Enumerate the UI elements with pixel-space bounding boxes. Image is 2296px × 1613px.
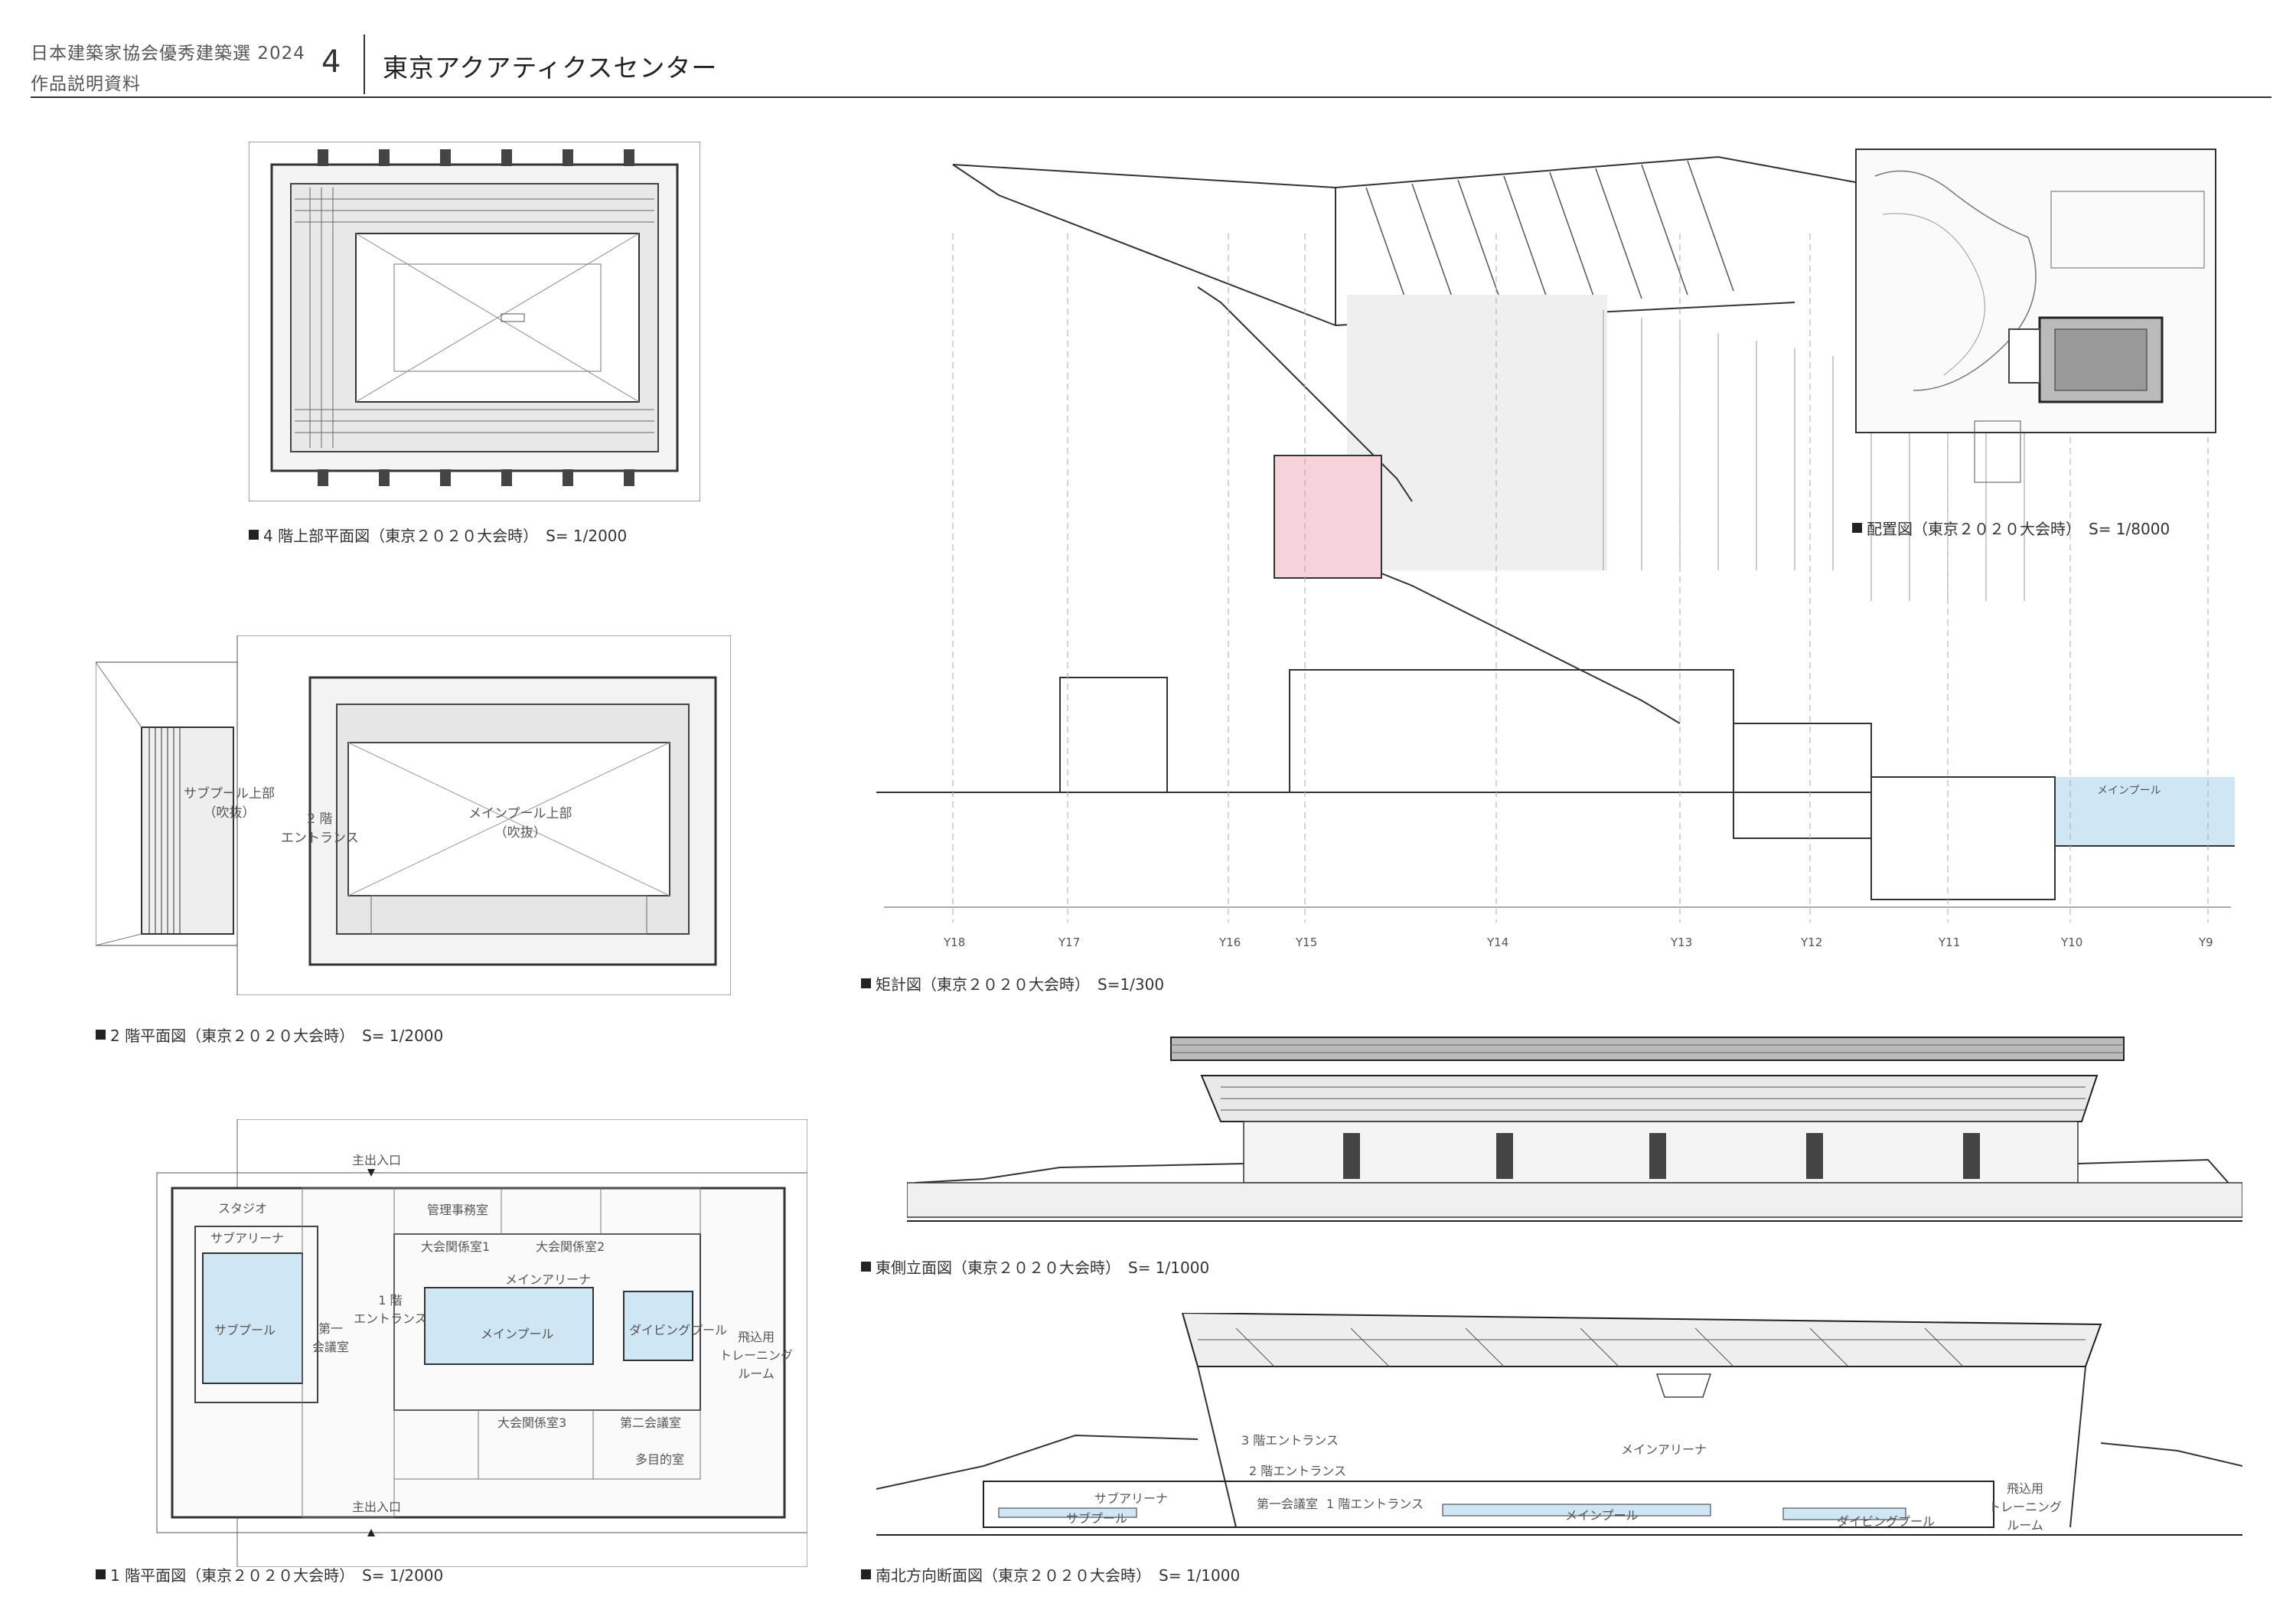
header-rule xyxy=(31,96,2272,98)
section-detail-drawing xyxy=(876,142,2235,961)
caption-section-detail: 矩計図（東京２０２０大会時） S=1/300 xyxy=(861,972,1164,994)
label-ns-conference: 第一会議室 xyxy=(1257,1497,1319,1511)
caption-plan-2f: 2 階平面図（東京２０２０大会時） S= 1/2000 xyxy=(96,1024,443,1046)
plan-1f-drawing xyxy=(96,1119,807,1567)
label-ns-diving-pool: ダイビングプール xyxy=(1837,1514,1936,1529)
label-sub-pool: サブプール xyxy=(214,1323,276,1337)
label-ns-sub-arena: サブアリーナ xyxy=(1094,1491,1169,1506)
grid-label: Y16 xyxy=(1219,935,1241,949)
section-ns-drawing xyxy=(876,1313,2242,1562)
label-ns-2f-entrance: 2 階エントランス xyxy=(1249,1464,1346,1478)
caption-elevation: 東側立面図（東京２０２０大会時） S= 1/1000 xyxy=(861,1255,1209,1278)
caption-bullet xyxy=(96,1569,106,1579)
label-meeting-2: 大会関係室2 xyxy=(536,1239,605,1254)
grid-label: Y18 xyxy=(944,935,966,949)
elevation-drawing xyxy=(907,1033,2242,1240)
grid-label: Y13 xyxy=(1671,935,1693,949)
label-multipurpose: 多目的室 xyxy=(635,1452,685,1467)
label-admin-office: 管理事務室 xyxy=(427,1203,489,1217)
caption-bullet xyxy=(861,1262,871,1272)
site-plan-drawing xyxy=(1852,145,2219,486)
label-main-arena: メインアリーナ xyxy=(505,1272,592,1287)
label-diving-pool: ダイビングプール xyxy=(629,1323,728,1337)
label-main-pool-upper: メインプール上部（吹抜） xyxy=(468,806,572,841)
page-title: 東京アクアティクスセンター xyxy=(383,53,718,83)
label-ns-diving-room: 飛込用トレーニングルーム xyxy=(1988,1481,2063,1533)
grid-label: Y12 xyxy=(1801,935,1823,949)
caption-plan-4f: 4 階上部平面図（東京２０２０大会時） S= 1/2000 xyxy=(249,524,627,546)
label-main-entrance-bottom: 主出入口 xyxy=(352,1500,402,1514)
label-ns-1f-entrance: 1 階エントランス xyxy=(1326,1497,1424,1511)
label-ns-sub-pool: サブプール xyxy=(1066,1511,1128,1526)
grid-label: Y15 xyxy=(1296,935,1318,949)
caption-plan-1f: 1 階平面図（東京２０２０大会時） S= 1/2000 xyxy=(96,1563,443,1585)
label-diving-training: 飛込用トレーニングルーム xyxy=(719,1330,794,1381)
label-meeting-1: 大会関係室1 xyxy=(421,1239,491,1254)
plan-2f-drawing xyxy=(96,635,731,995)
label-main-pool: メインプール xyxy=(481,1327,554,1341)
label-main-pool-tag: メインプール xyxy=(2097,785,2161,797)
grid-label: Y17 xyxy=(1058,935,1081,949)
label-conference-room-2: 第二会議室 xyxy=(620,1415,682,1430)
label-main-entrance-top: 主出入口 xyxy=(352,1153,402,1167)
grid-label: Y14 xyxy=(1487,935,1509,949)
label-2f-entrance: 2 階エントランス xyxy=(281,811,359,846)
label-ns-3f-entrance: 3 階エントランス xyxy=(1241,1433,1339,1448)
page-header: 日本建築家協会優秀建築選 2024 作品説明資料 4 東京アクアティクスセンター xyxy=(0,0,2296,98)
grid-label: Y9 xyxy=(2199,935,2213,949)
label-ns-main-pool: メインプール xyxy=(1565,1508,1639,1523)
plan-4f-drawing xyxy=(249,142,700,501)
header-subtitle: 作品説明資料 xyxy=(31,74,141,94)
label-conference-room-1: 第一会議室 xyxy=(312,1321,350,1354)
caption-section-ns: 南北方向断面図（東京２０２０大会時） S= 1/1000 xyxy=(861,1563,1240,1585)
caption-bullet xyxy=(96,1030,106,1040)
header-divider xyxy=(364,34,365,94)
caption-bullet xyxy=(249,530,259,540)
caption-bullet xyxy=(1852,523,1862,533)
caption-bullet xyxy=(861,978,871,988)
label-ns-main-arena: メインアリーナ xyxy=(1621,1442,1707,1457)
caption-bullet xyxy=(861,1569,871,1579)
header-publication: 日本建築家協会優秀建築選 2024 xyxy=(31,44,305,64)
grid-label: Y10 xyxy=(2061,935,2083,949)
label-1f-entrance: 1 階エントランス xyxy=(354,1293,427,1326)
caption-site: 配置図（東京２０２０大会時） S= 1/8000 xyxy=(1852,517,2170,539)
grid-label: Y11 xyxy=(1939,935,1961,949)
page-number: 4 xyxy=(321,44,341,80)
label-sub-arena: サブアリーナ xyxy=(210,1231,285,1246)
label-studio: スタジオ xyxy=(218,1201,268,1216)
label-sub-pool-upper: サブプール上部（吹抜） xyxy=(184,786,275,821)
label-meeting-3: 大会関係室3 xyxy=(497,1415,567,1430)
